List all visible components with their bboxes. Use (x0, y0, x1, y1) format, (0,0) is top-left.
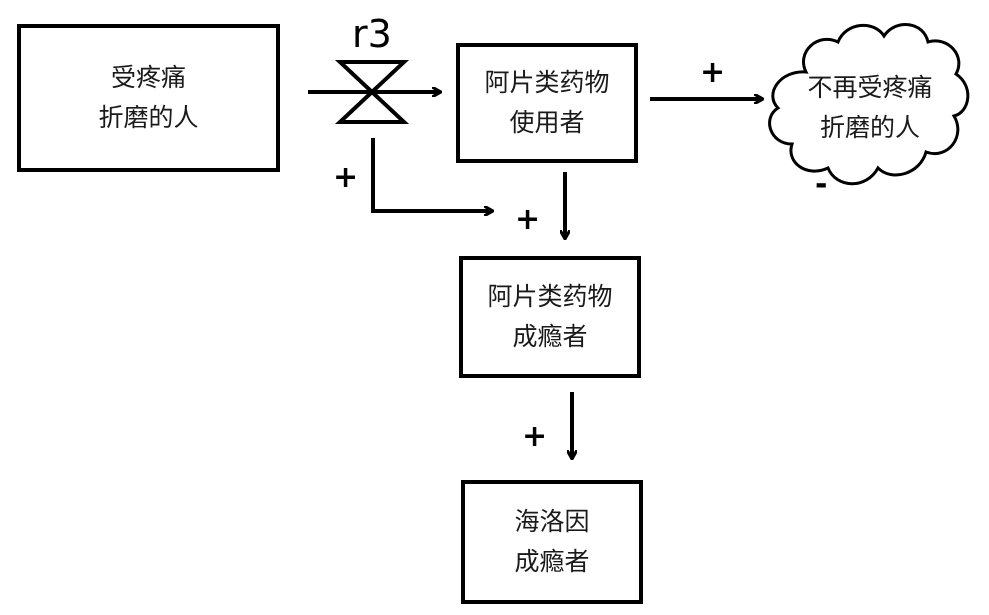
polarity-sign-valve-branch: + (333, 160, 359, 195)
stock-label-line2: 使用者 (509, 108, 585, 137)
stock-opioid-addicts: 阿片类药物 成瘾者 (459, 256, 641, 378)
stock-label-line1: 受疼痛 (110, 63, 186, 92)
stock-label-line2: 成瘾者 (514, 547, 590, 576)
polarity-sign-branch-to-addicts: + (515, 202, 541, 237)
flow-arrow-valve-to-addicts (371, 138, 492, 211)
cloud-label-line2: 折磨的人 (819, 113, 920, 142)
stock-pain-sufferers: 受疼痛 折磨的人 (17, 24, 280, 172)
stock-label-line1: 海洛因 (514, 507, 590, 536)
stock-label-line2: 折磨的人 (98, 103, 199, 132)
cloud-label: 不再受疼痛 折磨的人 (790, 68, 950, 148)
polarity-sign-cloud-minus: - (815, 167, 828, 202)
valve-icon (334, 60, 410, 124)
stock-heroin-addicts: 海洛因 成瘾者 (461, 480, 643, 604)
stock-label-line2: 成瘾者 (512, 322, 588, 351)
polarity-sign-addicts-to-heroin: + (522, 419, 548, 454)
stock-opioid-users: 阿片类药物 使用者 (456, 43, 638, 163)
valve-label: r3 (352, 12, 392, 56)
polarity-sign-users-to-cloud: + (700, 55, 726, 90)
stock-label-line1: 阿片类药物 (484, 68, 610, 97)
stock-label-line1: 阿片类药物 (487, 282, 613, 311)
cloud-label-line1: 不再受疼痛 (807, 73, 933, 102)
cloud-shape (768, 23, 970, 186)
